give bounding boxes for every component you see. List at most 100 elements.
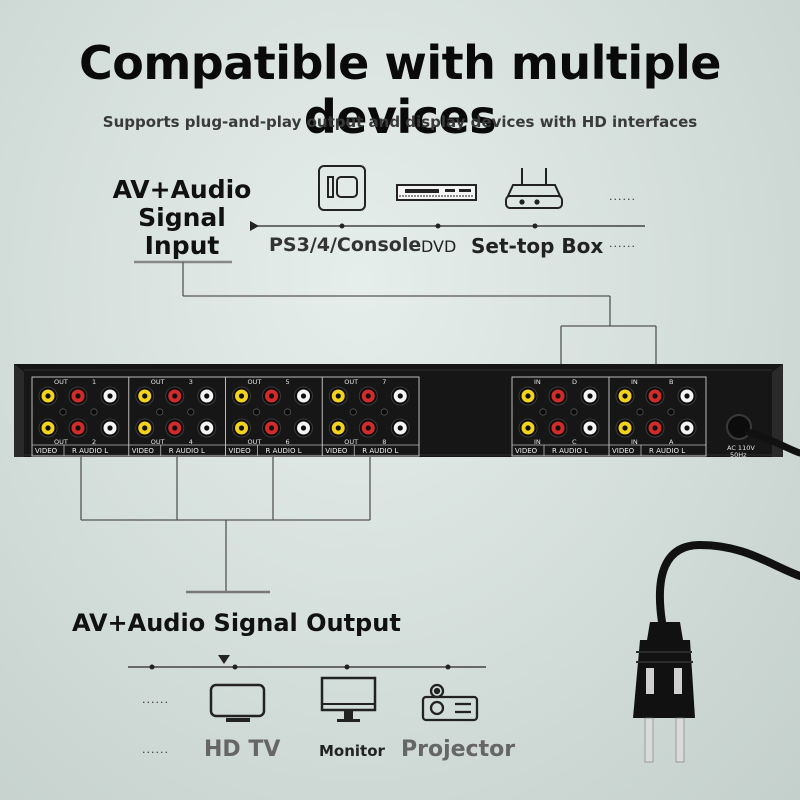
device-label-monitor: Monitor: [319, 742, 385, 760]
device-label-projector: Projector: [401, 737, 516, 762]
channel-label: C: [572, 438, 577, 446]
audio-right-jack-center: [365, 393, 371, 399]
audio-right-jack-center: [75, 393, 81, 399]
more-devices-indicator: ......: [609, 237, 636, 250]
more-devices-indicator: ......: [609, 190, 636, 203]
audio-right-jack-center: [268, 393, 275, 399]
input-label-line: Input: [144, 231, 220, 260]
audio-label: R AUDIO L: [72, 447, 108, 455]
video-label: VIDEO: [515, 447, 538, 455]
audio-right-jack-center: [555, 425, 561, 431]
audio-left-jack-center: [107, 425, 113, 431]
audio-left-jack-center: [300, 425, 307, 431]
video-jack-center: [525, 393, 531, 399]
channel-label: 8: [382, 438, 386, 446]
channel-label: B: [669, 378, 673, 386]
panel-screw: [156, 408, 164, 416]
device-label-hd-tv: HD TV: [204, 737, 281, 762]
panel-screw: [252, 408, 261, 416]
video-jack-center: [142, 425, 148, 431]
panel-screw: [59, 408, 67, 416]
audio-left-jack-center: [204, 393, 210, 399]
video-jack-center: [335, 393, 341, 399]
audio-left-jack-center: [684, 425, 690, 431]
channel-label: 4: [189, 438, 193, 446]
device-label-dvd: DVD: [421, 237, 457, 256]
monitor-icon: [320, 676, 377, 722]
power-plug-icon: [633, 622, 695, 763]
output-connector-lines: [80, 457, 371, 594]
audio-left-jack-center: [684, 393, 690, 399]
video-jack-center: [238, 425, 245, 431]
game-console-icon: [318, 165, 366, 211]
audio-left-jack-center: [587, 393, 593, 399]
channel-label: 6: [286, 438, 290, 446]
video-jack-center: [142, 393, 148, 399]
audio-label: R AUDIO L: [266, 447, 302, 455]
input-connector-lines: [134, 260, 657, 365]
output-section-label: AV+Audio Signal Output: [72, 609, 401, 637]
channel-label: 3: [189, 378, 193, 386]
dvd-player-icon: [396, 184, 477, 201]
panel-screw: [90, 408, 98, 416]
tv-icon: [209, 683, 266, 722]
input-label-line: AV+Audio: [112, 175, 252, 204]
channel-label: 2: [92, 438, 96, 446]
input-device-timeline: [250, 221, 645, 231]
jack-type-label: OUT: [54, 378, 68, 386]
audio-right-jack-center: [75, 425, 81, 431]
projector-icon: [421, 683, 479, 722]
audio-right-jack-center: [555, 393, 561, 399]
video-label: VIDEO: [325, 447, 348, 455]
video-label: VIDEO: [229, 447, 252, 455]
jack-type-label: IN: [631, 438, 638, 446]
audio-label: R AUDIO L: [649, 447, 685, 455]
output-device-timeline: [128, 655, 486, 670]
panel-screw: [380, 408, 388, 416]
audio-right-jack-center: [652, 425, 658, 431]
jack-type-label: OUT: [151, 378, 165, 386]
panel-screw: [187, 408, 195, 416]
audio-left-jack-center: [204, 425, 210, 431]
panel-screw: [283, 408, 292, 416]
audio-right-jack-center: [172, 393, 178, 399]
video-jack-center: [238, 393, 245, 399]
video-jack-center: [525, 425, 531, 431]
panel-screw: [636, 408, 644, 416]
video-jack-center: [622, 393, 628, 399]
jack-type-label: IN: [534, 438, 541, 446]
video-jack-center: [622, 425, 628, 431]
video-jack-center: [335, 425, 341, 431]
audio-label: R AUDIO L: [362, 447, 398, 455]
channel-label: 1: [92, 378, 96, 386]
set-top-box-icon: [505, 168, 563, 209]
input-section-label: AV+Audio Signal Input: [112, 176, 252, 260]
power-cable: [655, 428, 800, 626]
channel-label: 7: [382, 378, 386, 386]
audio-left-jack-center: [397, 425, 403, 431]
video-jack-center: [45, 393, 51, 399]
jack-type-label: IN: [631, 378, 638, 386]
panel-screw: [570, 408, 578, 416]
panel-screw: [349, 408, 357, 416]
page-subtitle: Supports plug-and-play output and displa…: [102, 113, 698, 131]
video-label: VIDEO: [132, 447, 155, 455]
channel-label: 5: [286, 378, 290, 386]
power-rating-label: AC 110V: [727, 444, 755, 452]
panel-screw: [539, 408, 547, 416]
more-devices-indicator: ......: [142, 693, 169, 706]
jack-type-label: IN: [534, 378, 541, 386]
video-label: VIDEO: [35, 447, 58, 455]
jack-type-label: OUT: [54, 438, 68, 446]
audio-right-jack-center: [268, 425, 275, 431]
audio-label: R AUDIO L: [552, 447, 588, 455]
audio-left-jack-center: [397, 393, 403, 399]
